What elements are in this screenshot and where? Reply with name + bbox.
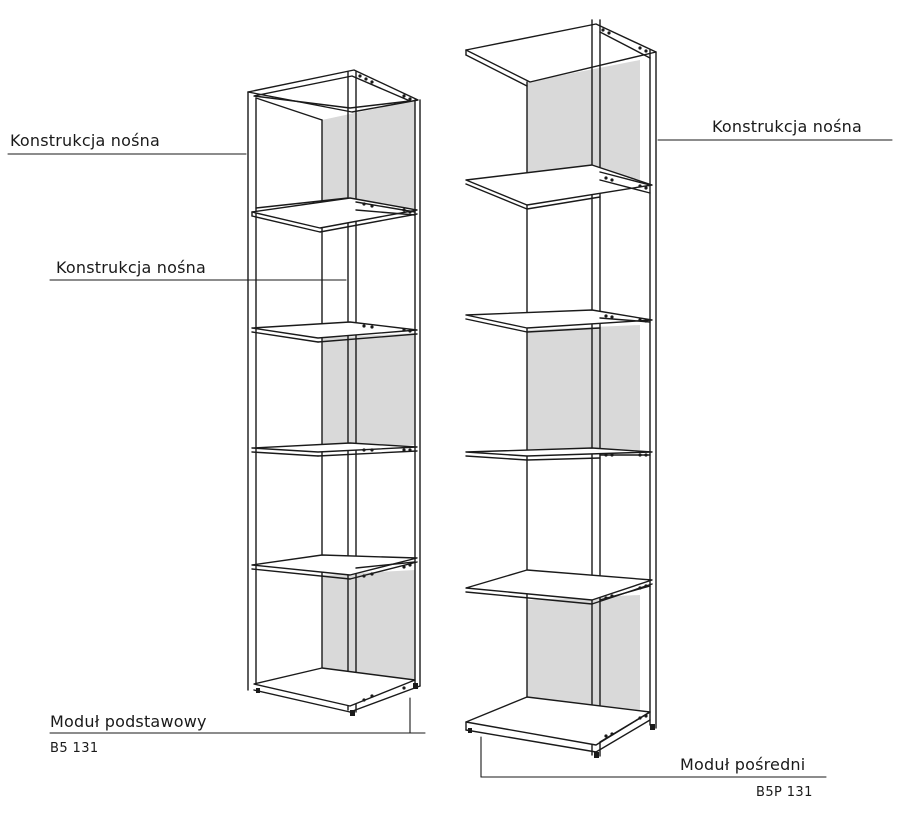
intermediate-module-bolts <box>601 28 648 738</box>
label-intermediate-module-name: Moduł pośredni <box>680 755 806 774</box>
label-intermediate-module-code: B5P 131 <box>756 785 813 800</box>
base-module-top-frame <box>247 69 419 113</box>
intermediate-module-drawing <box>465 19 657 758</box>
label-support-structure-right-top: Konstrukcja nośna <box>712 117 862 136</box>
label-base-module-name: Moduł podstawowy <box>50 712 207 731</box>
base-module-drawing <box>247 69 421 716</box>
base-module-shelf <box>251 554 418 576</box>
label-support-structure-left-top: Konstrukcja nośna <box>10 131 160 150</box>
leader-lines <box>7 139 893 778</box>
base-module-back-panels <box>322 100 415 680</box>
intermediate-module-shelf <box>465 569 653 601</box>
base-module-shelf <box>251 321 418 339</box>
intermediate-module-shelf <box>465 164 653 206</box>
intermediate-module-feet <box>468 724 655 758</box>
label-base-module-code: B5 131 <box>50 741 99 756</box>
base-module-bottom-shelf <box>253 667 416 707</box>
base-module-shelf <box>251 442 418 453</box>
base-module-feet <box>256 683 418 716</box>
base-module-bolts <box>358 74 412 702</box>
intermediate-module-shelf <box>465 447 653 457</box>
label-support-structure-left-mid: Konstrukcja nośna <box>56 258 206 277</box>
intermediate-module-back-panels <box>527 60 640 712</box>
